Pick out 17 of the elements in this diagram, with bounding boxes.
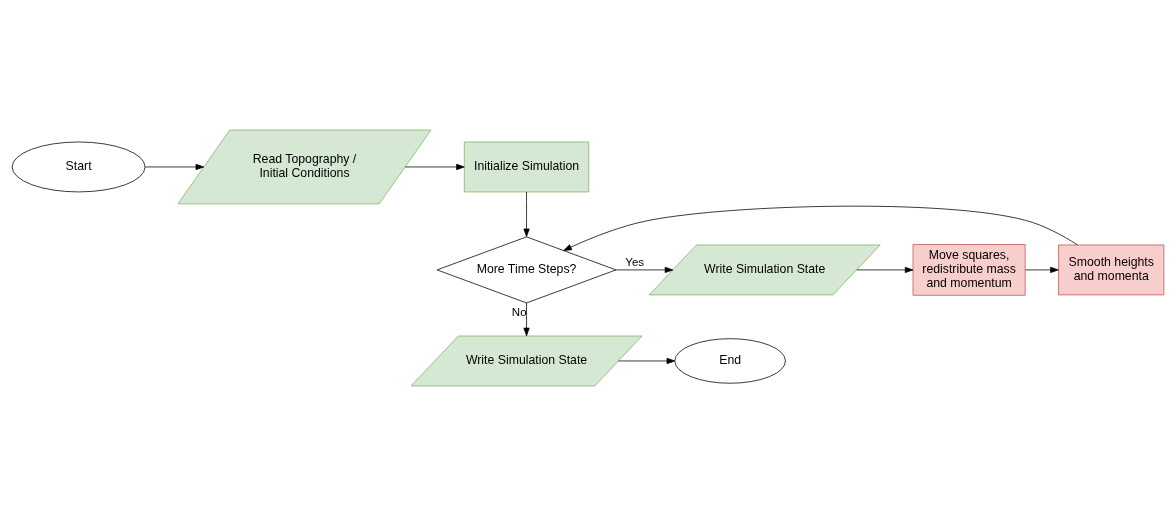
arrow — [1025, 266, 1059, 273]
node-box: Smooth heights and momenta — [1058, 244, 1165, 296]
arrow — [404, 163, 465, 171]
arrow — [563, 205, 1078, 251]
arrow — [615, 266, 674, 273]
node-box: Move squares, redistribute mass and momentum — [912, 244, 1026, 296]
arrow — [856, 266, 914, 273]
edge-label: Yes — [625, 256, 645, 269]
arrow — [523, 191, 530, 237]
arrow — [144, 163, 205, 171]
node-box: Initialize Simulation — [463, 141, 590, 193]
edge-label: No — [511, 305, 527, 318]
node-ellipse: End — [674, 338, 786, 384]
node-ellipse: Start — [11, 141, 146, 193]
arrow — [618, 357, 676, 365]
arrow — [523, 302, 530, 337]
node-diamond: More Time Steps? — [436, 236, 617, 304]
